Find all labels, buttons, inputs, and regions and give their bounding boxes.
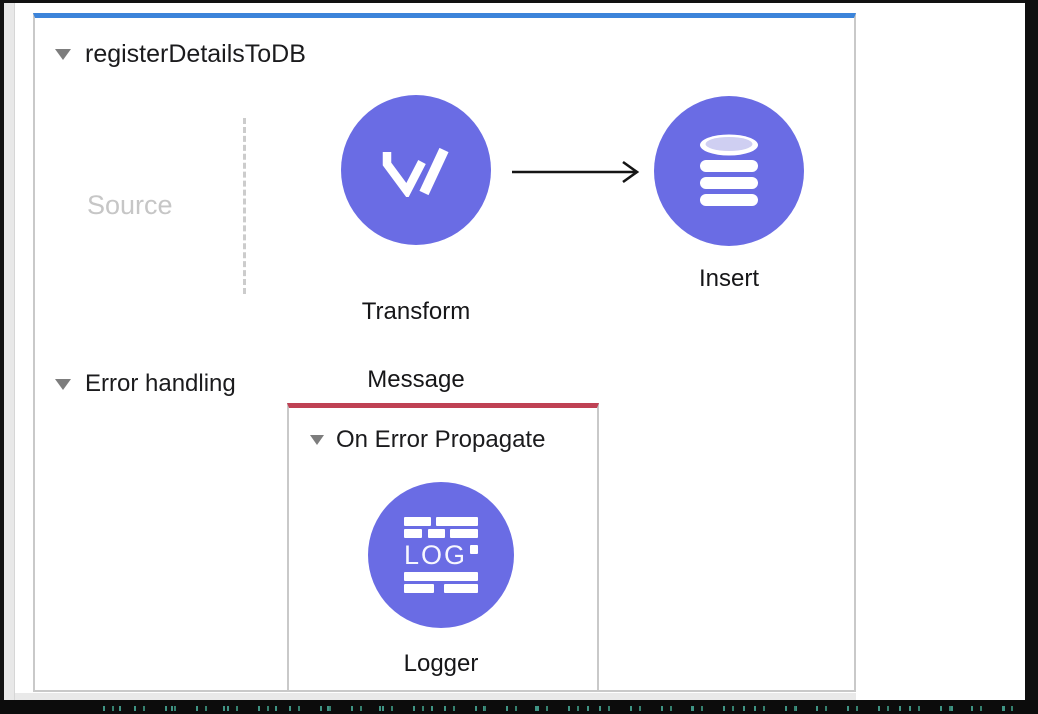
logger-icon-text: LOG	[404, 540, 468, 570]
screenshot-border-left	[0, 0, 4, 714]
error-handling-title: Error handling	[85, 370, 236, 397]
logger-processor[interactable]: LOG Logger	[351, 482, 531, 681]
dataweave-icon	[382, 147, 449, 197]
logger-icon: LOG	[404, 517, 478, 593]
source-divider-line	[243, 118, 246, 294]
flow-registerDetailsToDB[interactable]: registerDetailsToDB Source Transform Mes…	[33, 13, 856, 692]
error-handling-header: Error handling	[55, 370, 236, 398]
on-error-propagate-scope[interactable]: On Error Propagate LOG	[287, 403, 599, 692]
processor-circle[interactable]	[341, 95, 491, 245]
flow-title: registerDetailsToDB	[85, 40, 306, 68]
database-icon	[700, 134, 758, 206]
collapse-triangle-icon[interactable]	[55, 49, 71, 60]
scope-header: On Error Propagate	[310, 426, 545, 454]
processor-circle[interactable]: LOG	[368, 482, 514, 628]
collapse-triangle-icon[interactable]	[55, 378, 71, 390]
clipped-code-text	[96, 706, 1021, 711]
screenshot-border-right	[1025, 0, 1038, 714]
processor-label: Transform Message	[362, 261, 470, 397]
insert-processor[interactable]: Insert	[639, 96, 819, 296]
flow-arrow-icon	[512, 160, 640, 184]
flow-header: registerDetailsToDB	[55, 40, 306, 69]
screenshot-border-bottom	[0, 700, 1038, 714]
logger-icon-dash	[470, 545, 478, 554]
processor-circle[interactable]	[654, 96, 804, 246]
screenshot-border-top	[0, 0, 1038, 3]
scope-title: On Error Propagate	[336, 426, 546, 453]
processor-label: Insert	[698, 265, 760, 292]
source-label: Source	[87, 190, 173, 220]
processor-label-line1: Transform	[361, 298, 471, 325]
collapse-triangle-icon[interactable]	[310, 435, 324, 445]
bottom-scrollbar-track[interactable]	[15, 693, 856, 700]
processor-label-line2: Message	[367, 366, 465, 393]
processor-label: Logger	[403, 650, 479, 677]
left-scrollbar-track[interactable]	[4, 3, 15, 700]
transform-message-processor[interactable]: Transform Message	[326, 95, 506, 397]
